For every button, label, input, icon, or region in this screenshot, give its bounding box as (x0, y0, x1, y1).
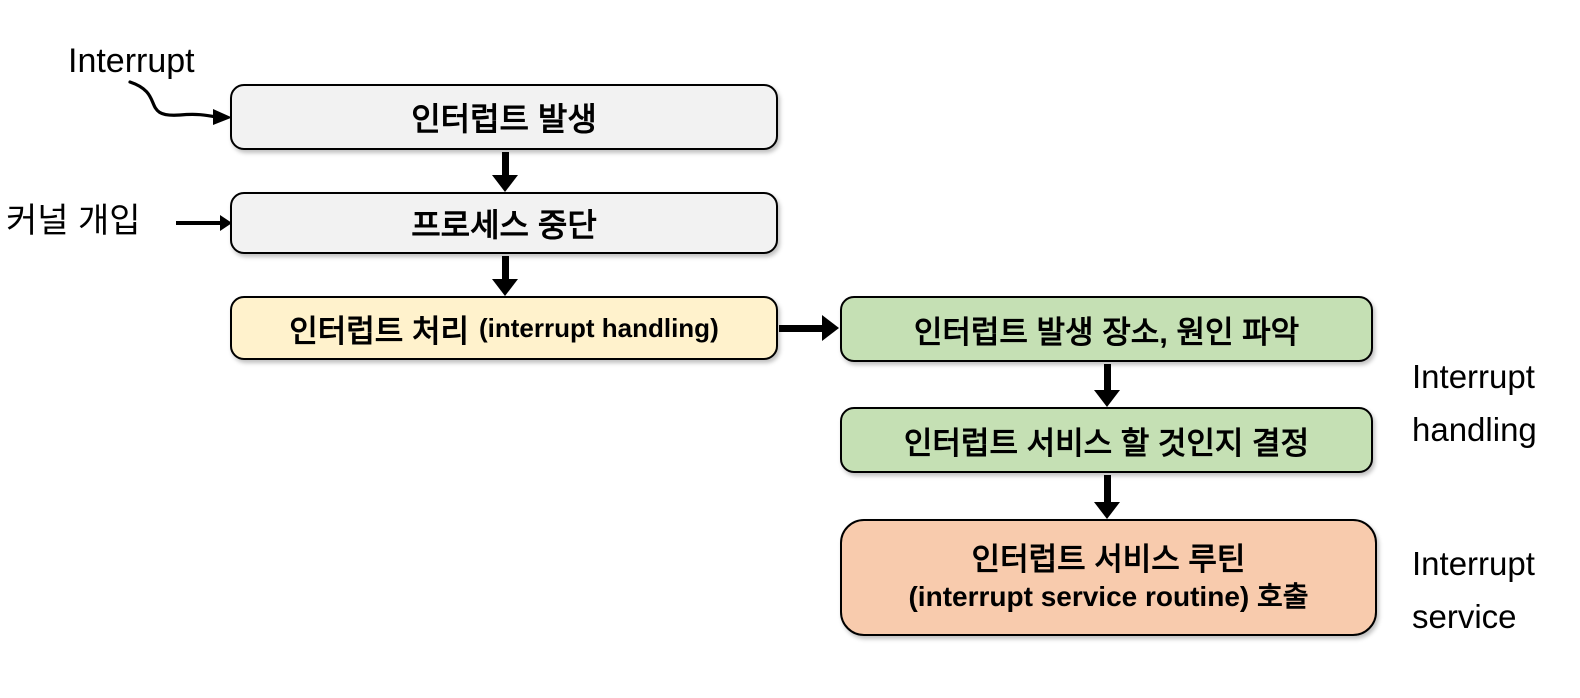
box-process-suspend-label: 프로세스 중단 (411, 207, 597, 243)
interrupt-handling-side-label-line1: Interrupt (1412, 358, 1535, 395)
interrupt-handling-side-label: Interrupt handling (1412, 350, 1537, 457)
arrow-head (492, 175, 518, 192)
arrow-shaft (176, 221, 220, 225)
box-call-isr: 인터럽트 서비스 루틴 (interrupt service routine) … (840, 519, 1377, 636)
box-process-suspend: 프로세스 중단 (230, 192, 778, 254)
box-identify-cause-label: 인터럽트 발생 장소, 원인 파악 (913, 314, 1300, 350)
interrupt-service-side-label: Interrupt service (1412, 537, 1535, 644)
arrow-right-icon (779, 315, 839, 341)
arrow-shaft (1103, 475, 1111, 502)
box-call-isr-line2: (interrupt service routine) 호출 (908, 581, 1309, 613)
box-interrupt-handling: 인터럽트 처리 (interrupt handling) (230, 296, 778, 360)
arrow-down-icon (492, 152, 518, 192)
arrow-head (1094, 390, 1120, 407)
interrupt-handling-side-label-line2: handling (1412, 411, 1537, 449)
arrow-down-icon (1094, 475, 1120, 519)
arrow-shaft (779, 324, 822, 332)
arrow-shaft (1103, 364, 1111, 390)
interrupt-service-side-label-line1: Interrupt (1412, 545, 1535, 582)
box-decide-service-label: 인터럽트 서비스 할 것인지 결정 (903, 425, 1310, 461)
box-interrupt-occurs: 인터럽트 발생 (230, 84, 778, 150)
arrow-head (492, 279, 518, 296)
box-interrupt-handling-label: 인터럽트 처리 (289, 313, 469, 349)
curved-arrow-icon (128, 80, 232, 125)
box-call-isr-line1: 인터럽트 서비스 루틴 (971, 541, 1246, 577)
arrow-head (220, 215, 232, 231)
arrow-shaft (501, 152, 509, 175)
interrupt-pointer-label: Interrupt (68, 42, 195, 80)
arrow-down-icon (1094, 364, 1120, 407)
arrow-down-icon (492, 256, 518, 296)
kernel-entry-label: 커널 개입 (6, 202, 141, 240)
box-interrupt-handling-sublabel: (interrupt handling) (478, 312, 719, 343)
arrow-head (822, 315, 839, 341)
box-decide-service: 인터럽트 서비스 할 것인지 결정 (840, 407, 1373, 473)
box-identify-cause: 인터럽트 발생 장소, 원인 파악 (840, 296, 1373, 362)
kernel-arrow-icon (176, 215, 232, 231)
interrupt-service-side-label-line2: service (1412, 598, 1517, 636)
box-interrupt-occurs-label: 인터럽트 발생 (411, 101, 597, 137)
arrow-head (1094, 502, 1120, 519)
arrow-shaft (501, 256, 509, 279)
